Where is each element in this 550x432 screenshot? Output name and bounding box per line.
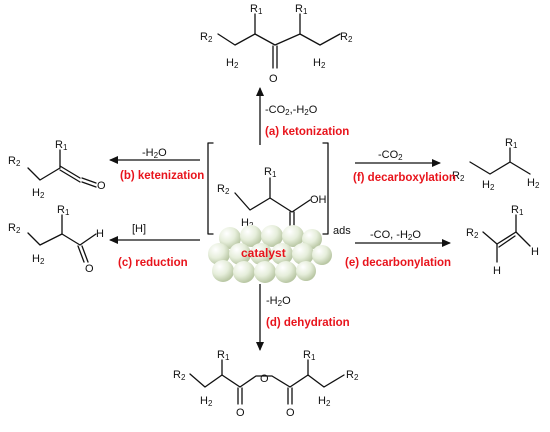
aldehyde-product: R2 R1 H2 H O xyxy=(8,204,104,275)
condition-decarbonylation: -CO, -H2O xyxy=(370,229,421,242)
ketone-r1-right: R1 xyxy=(295,3,308,16)
ketene-oxygen: O xyxy=(97,180,106,192)
alkene-product: R2 R1 H H xyxy=(466,204,539,277)
ketone-h2-right: H2 xyxy=(313,57,326,70)
ketone-r2-right: R2 xyxy=(340,31,353,44)
alkane-product: R2 R1 H2 H2 xyxy=(452,137,540,192)
acid-r2: R2 xyxy=(217,183,230,196)
alkene-h-bottom: H xyxy=(493,265,501,277)
catalyst-cluster xyxy=(208,225,332,283)
label-decarbonylation: (e) decarbonylation xyxy=(345,257,451,269)
label-ketonization: (a) ketonization xyxy=(265,126,349,138)
alkene-r1: R1 xyxy=(511,204,524,217)
condition-ketonization: -CO2,-H2O xyxy=(265,104,318,117)
alkene-h-right: H xyxy=(531,246,539,258)
alkane-r2: R2 xyxy=(452,170,465,183)
anhydride-oxygen-left: O xyxy=(236,407,245,419)
alkane-r1: R1 xyxy=(505,137,518,150)
aldehyde-r1: R1 xyxy=(57,204,70,217)
ketene-r2: R2 xyxy=(8,155,21,168)
condition-dehydration: -H2O xyxy=(266,295,291,308)
anhydride-r1-right: R1 xyxy=(303,349,316,362)
condition-reduction: [H] xyxy=(132,223,146,235)
label-decarboxylation: (f) decarboxylation xyxy=(353,172,456,184)
aldehyde-h2: H2 xyxy=(32,253,45,266)
condition-ketenization: -H2O xyxy=(142,147,167,160)
alkane-h2-right: H2 xyxy=(527,177,540,190)
acid-oh: OH xyxy=(310,194,327,206)
aldehyde-oxygen: O xyxy=(85,263,94,275)
ketone-r2-left: R2 xyxy=(200,31,213,44)
anhydride-bridge-oxygen: O xyxy=(260,373,269,385)
anhydride-h2-left: H2 xyxy=(200,395,213,408)
label-reduction: (c) reduction xyxy=(118,257,188,269)
label-dehydration: (d) dehydration xyxy=(266,317,350,329)
anhydride-r2-left: R2 xyxy=(173,369,186,382)
ketone-product: R2 R1 R1 R2 H2 H2 O xyxy=(200,3,353,85)
anhydride-r1-left: R1 xyxy=(217,349,230,362)
ketene-product: R2 R1 H2 O xyxy=(8,139,106,200)
anhydride-product: R2 R1 R1 R2 H2 H2 O O O xyxy=(173,349,359,419)
aldehyde-h: H xyxy=(96,228,104,240)
catalyst-label: catalyst xyxy=(241,246,286,260)
label-ketenization: (b) ketenization xyxy=(120,170,204,182)
ketene-r1: R1 xyxy=(55,139,68,152)
anhydride-h2-right: H2 xyxy=(318,395,331,408)
anhydride-oxygen-right: O xyxy=(286,407,295,419)
ketone-h2-left: H2 xyxy=(226,57,239,70)
ketone-r1-left: R1 xyxy=(250,3,263,16)
ketone-oxygen: O xyxy=(269,73,278,85)
acid-r1: R1 xyxy=(264,166,277,179)
alkane-h2-left: H2 xyxy=(482,179,495,192)
condition-decarboxylation: -CO2 xyxy=(378,149,403,162)
ketene-h2: H2 xyxy=(32,187,45,200)
aldehyde-r2: R2 xyxy=(8,222,21,235)
anhydride-r2-right: R2 xyxy=(346,369,359,382)
alkene-r2: R2 xyxy=(466,227,479,240)
ads-label: ads xyxy=(333,225,351,237)
